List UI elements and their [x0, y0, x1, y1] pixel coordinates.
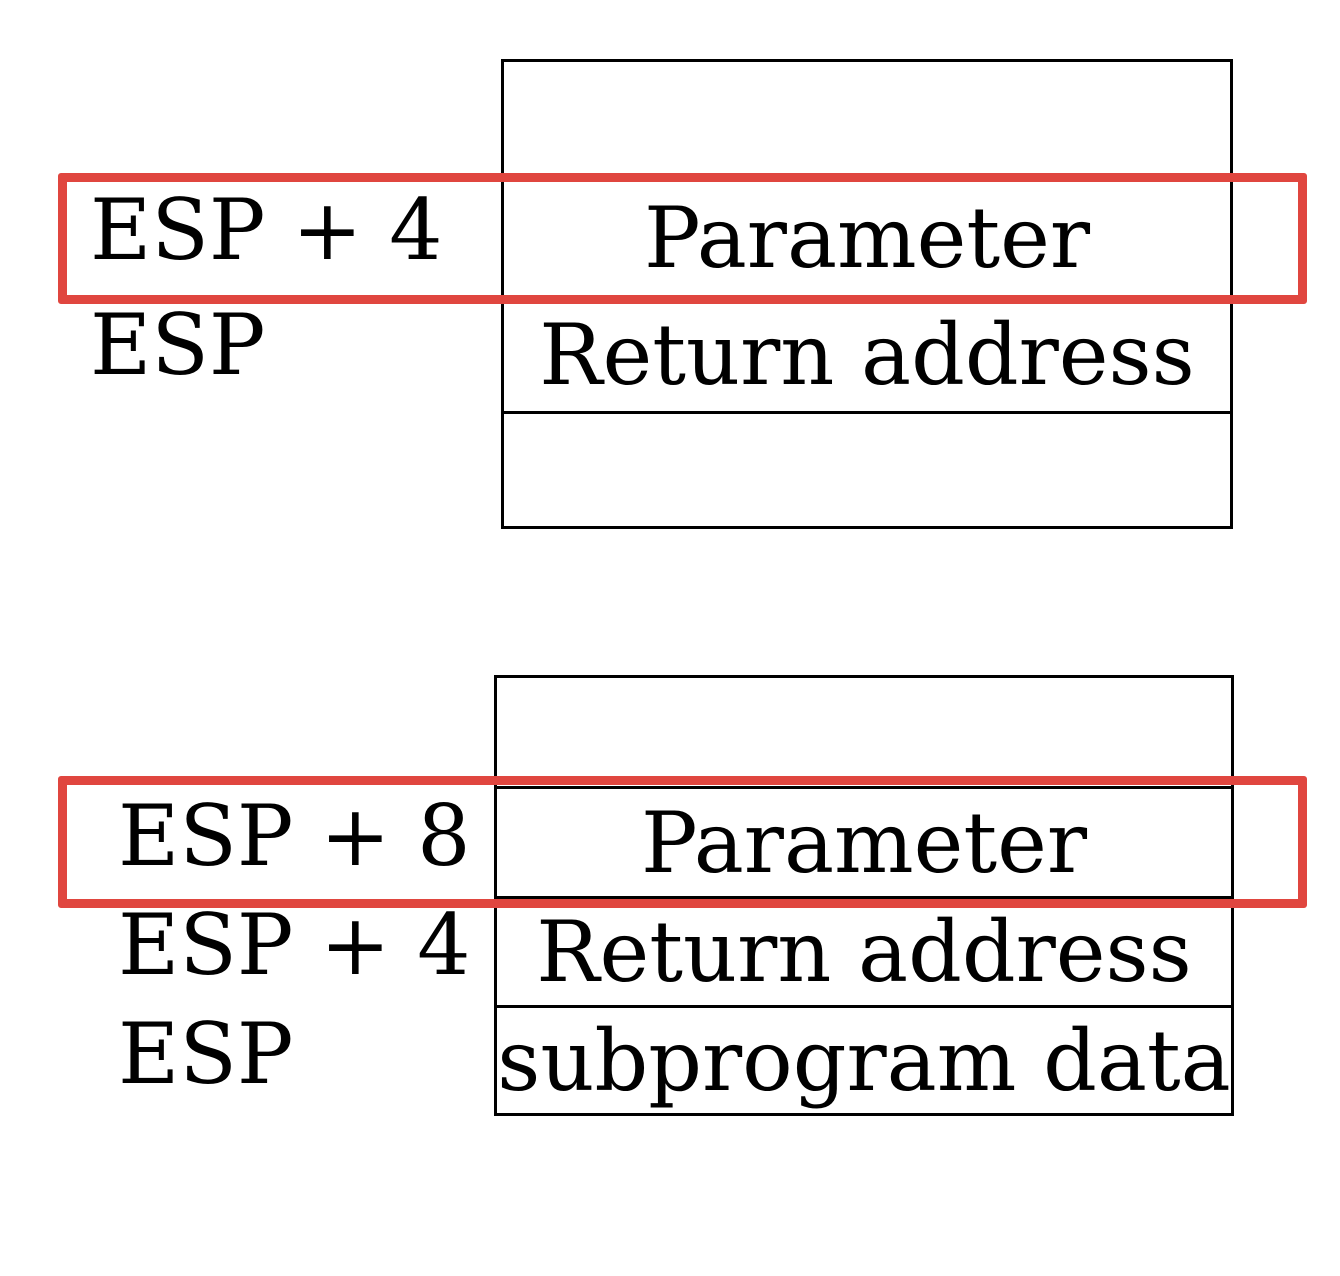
stack-cell-empty-top	[494, 675, 1234, 786]
stack-cell-empty-top	[501, 59, 1233, 177]
stack-cell-parameter: Parameter	[494, 786, 1234, 896]
stack-cell-return-address: Return address	[501, 295, 1233, 411]
stack-cell-return-address: Return address	[494, 896, 1234, 1005]
esp-offset-label: ESP + 8	[118, 787, 471, 885]
parameter-highlight-box	[58, 173, 1307, 304]
stack-cell-text: Return address	[539, 305, 1195, 404]
stack-cell-empty-bottom	[501, 411, 1233, 529]
esp-label: ESP	[90, 296, 266, 394]
esp-label: ESP	[118, 1005, 294, 1103]
stack-cell-text: subprogram data	[497, 1011, 1231, 1110]
stack-cell-text: Return address	[536, 903, 1192, 1001]
stack-cell-text: Parameter	[643, 188, 1091, 287]
esp-offset-label: ESP + 4	[90, 181, 443, 279]
stack-cell-subprogram-data: subprogram data	[494, 1005, 1234, 1116]
parameter-highlight-box	[58, 776, 1307, 908]
esp-offset-label: ESP + 4	[118, 896, 471, 994]
stack-cell-text: Parameter	[640, 793, 1088, 892]
